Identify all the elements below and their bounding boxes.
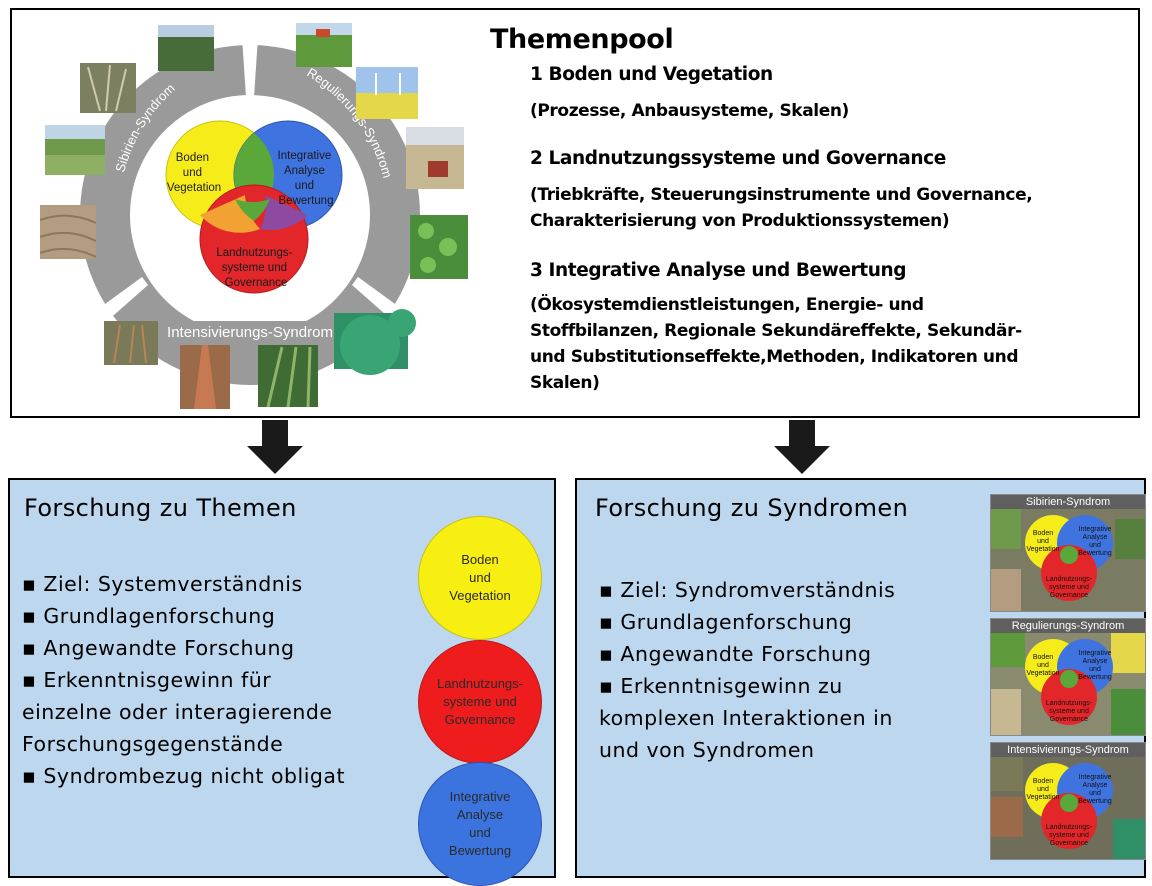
photo-reeds [104,321,158,365]
bullet-list: Ziel: Syndromverständnis Grundlagenforsc… [599,574,979,766]
thumbnail-title: Intensivierungs-Syndrom [1007,744,1129,756]
panel-forschung-themen: Forschung zu Themen Ziel: Systemverständ… [8,478,556,886]
thumbnail-title: Regulierungs-Syndrom [1011,620,1125,632]
photo-field-tractor [296,23,352,67]
list-item: Angewandte Forschung [22,632,412,664]
pool-item-3-heading: 3 Integrative Analyse und Bewertung [530,260,907,281]
intensivierung-ring-label: Intensivierungs-Syndrom [167,324,333,341]
photo-furrow [180,345,230,409]
arrow-down-icon [247,420,303,474]
syndrome-venn-diagram: Sibirien-Syndrom Regulierungs-Syndrom In… [39,23,468,409]
list-item: Grundlagenforschung [22,600,412,632]
photo-forest-aerial [158,25,214,71]
panel-title: Forschung zu Themen [24,494,297,522]
venn-label-landnutzung: Landnutzungs- systeme und Governance [216,247,295,289]
venn-label-integrative: Integrative Analyse und Bewertung [278,150,335,207]
photo-dead-trees [80,63,136,113]
thumbnail-title: Sibirien-Syndrom [1025,496,1111,508]
list-item: Syndrombezug nicht obligat [22,760,412,792]
panel-forschung-syndromen: Forschung zu Syndromen Ziel: Syndromvers… [575,478,1146,878]
list-item-continuation: komplexen Interaktionen in [599,706,893,730]
list-item-continuation: Forschungsgegenstände [22,732,284,756]
list-item: Erkenntnisgewinn für [22,664,412,696]
list-item: Grundlagenforschung [599,606,979,638]
themenpool-title: Themenpool [490,24,674,55]
pool-item-1-detail: (Prozesse, Anbausysteme, Skalen) [530,101,849,121]
photo-lily-pads [410,215,468,279]
venn-label-boden: Boden und Vegetation [167,152,221,194]
list-item-continuation: und von Syndromen [599,738,815,762]
pool-item-2-heading: 2 Landnutzungssysteme und Governance [530,148,946,169]
pool-item-3-detail: (Ökosystemdienstleistungen, Energie- und… [530,295,1022,393]
list-item-continuation: einzelne oder interagierende [22,700,333,724]
list-item: Ziel: Syndromverständnis [599,574,979,606]
list-item: Angewandte Forschung [599,638,979,670]
venn-circles [165,120,343,294]
list-item: Erkenntnisgewinn zu [599,670,979,702]
photo-wind-field [356,67,418,119]
photo-sugarcane [258,345,318,408]
panel-title: Forschung zu Syndromen [595,494,909,522]
bullet-list: Ziel: Systemverständnis Grundlagenforsch… [22,568,412,792]
list-item: Ziel: Systemverständnis [22,568,412,600]
photo-sand-dunes [39,205,97,259]
photo-reed-truck [406,127,464,189]
photo-wetland [45,125,105,175]
pool-item-2-detail: (Triebkräfte, Steuerungsinstrumente und … [530,185,1033,231]
pool-item-1-heading: 1 Boden und Vegetation [530,64,773,85]
photo-pivot-irrigation [334,309,416,375]
arrow-down-icon [774,420,830,474]
